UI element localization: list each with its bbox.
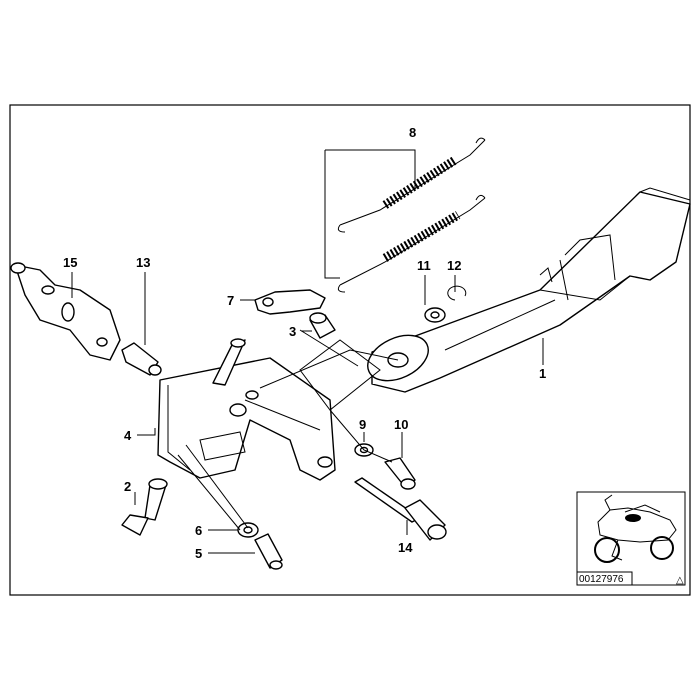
- pin: [212, 338, 246, 386]
- circlip-part-12: [447, 285, 467, 301]
- inset-thumbnail: 00127976 △: [576, 491, 686, 586]
- callout-8: 8: [409, 125, 416, 140]
- bracket-part-4: [157, 357, 336, 481]
- callout-7: 7: [227, 293, 234, 308]
- plate-part-7: [254, 289, 326, 315]
- callout-11: 11: [417, 258, 431, 273]
- washer-part-6: [237, 522, 259, 538]
- callout-4: 4: [124, 428, 132, 443]
- screw-part-5: [254, 533, 283, 570]
- bush-part-3: [309, 312, 336, 339]
- bolt-part-10: [384, 457, 416, 490]
- callout-9: 9: [359, 417, 366, 432]
- assembly-lines: [177, 329, 399, 531]
- sleeve-part-13: [121, 342, 162, 376]
- pin-part-2: [121, 478, 168, 536]
- washer-part-11: [424, 307, 446, 323]
- bolt-part-14: [354, 477, 447, 541]
- callout-1: 1: [539, 366, 546, 381]
- callout-14: 14: [398, 540, 413, 555]
- reference-number: 00127976: [579, 574, 624, 585]
- side-stand-part-1: [367, 187, 691, 393]
- callout-15: 15: [63, 255, 77, 270]
- lever-part-15: [10, 262, 121, 361]
- leader-lines: [71, 149, 544, 554]
- corner-triangle-icon: △: [676, 575, 684, 586]
- callout-12: 12: [447, 258, 461, 273]
- callout-3: 3: [289, 324, 296, 339]
- callout-2: 2: [124, 479, 131, 494]
- callout-13: 13: [136, 255, 150, 270]
- callout-5: 5: [195, 546, 202, 561]
- springs-part-8: [337, 137, 486, 293]
- motorcycle-icon: [594, 494, 677, 563]
- callout-10: 10: [394, 417, 408, 432]
- diagram-frame: [9, 104, 691, 596]
- callout-6: 6: [195, 523, 202, 538]
